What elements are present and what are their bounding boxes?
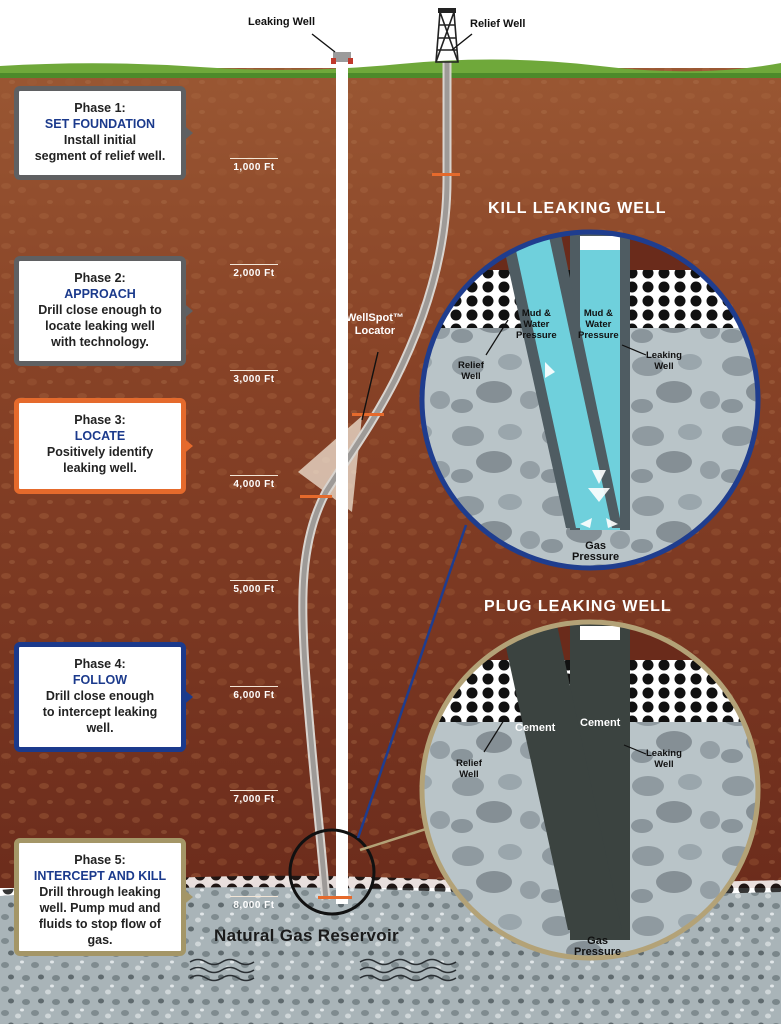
phase-1-pointer: [181, 123, 193, 143]
depth-marker-1000: 1,000 Ft: [224, 158, 284, 173]
phase-1-desc-line1: Install initial: [63, 133, 137, 147]
phase-3-name: LOCATE: [74, 429, 126, 443]
wellhead-valve-right: [348, 58, 353, 64]
depth-marker-6000: 6,000 Ft: [224, 686, 284, 701]
phase-5-desc-line3: fluids to stop flow of gas.: [38, 917, 162, 947]
depth-marker-3000: 3,000 Ft: [224, 370, 284, 385]
phase-3-desc-line2: leaking well.: [63, 461, 137, 475]
kill-connector-line: [356, 524, 468, 839]
leaking-wellhead: [333, 52, 351, 62]
phase-2-desc-line1: Drill close enough to: [38, 303, 162, 317]
locator-label-line1: WellSpot™: [346, 312, 404, 324]
phase-4-desc-line2: to intercept leaking: [42, 705, 158, 719]
phase-4-number: Phase 4:: [74, 657, 126, 671]
phase-5-desc-line2: well. Pump mud and: [39, 901, 161, 915]
plug-cement-left-label: Cement: [515, 722, 556, 734]
grass: [0, 59, 781, 76]
phase-3-box: Phase 3: LOCATE Positively identify leak…: [14, 398, 193, 494]
phase-1-name: SET FOUNDATION: [44, 117, 156, 131]
phase-3-number: Phase 3:: [74, 413, 126, 427]
relief-well-core: [300, 62, 450, 901]
locator-label: WellSpot™ Locator: [346, 312, 404, 338]
phase-5-box: Phase 5: INTERCEPT AND KILL Drill throug…: [14, 838, 193, 956]
phase-markers: [300, 173, 460, 899]
kill-heading: KILL LEAKING WELL: [488, 200, 667, 217]
phase-1-number: Phase 1:: [74, 101, 126, 115]
derrick-top: [438, 8, 456, 13]
leaking-well-pipe: [336, 56, 348, 904]
relief-well-label: Relief Well: [470, 18, 526, 30]
phase-5-desc-line1: Drill through leaking: [39, 885, 161, 899]
phase-2-number: Phase 2:: [74, 271, 126, 285]
intercept-circle: [288, 828, 376, 916]
kill-detail: [422, 232, 758, 568]
reservoir-label: Natural Gas Reservoir: [214, 926, 399, 945]
label-pointers: [311, 33, 473, 421]
plug-heading: PLUG LEAKING WELL: [484, 598, 672, 615]
depth-marker-2000: 2,000 Ft: [224, 264, 284, 279]
plug-cement-right-label: Cement: [580, 717, 621, 729]
phase-5-name: INTERCEPT AND KILL: [33, 869, 167, 883]
depth-marker-4000: 4,000 Ft: [224, 475, 284, 490]
grass-edge: [0, 73, 781, 78]
phase-3-desc-line1: Positively identify: [46, 445, 154, 459]
phase-2-desc-line2: locate leaking well: [45, 319, 155, 333]
phase-2-desc-line3: with technology.: [51, 335, 149, 349]
phase-1-box: Phase 1: SET FOUNDATION Install initial …: [14, 86, 193, 180]
phase-2-pointer: [181, 301, 193, 321]
phase-4-name: FOLLOW: [72, 673, 128, 687]
gas-waves: [189, 958, 457, 982]
phase-1-desc-line2: segment of relief well.: [34, 149, 166, 163]
depth-marker-7000: 7,000 Ft: [224, 790, 284, 805]
kill-circle-border: [419, 229, 761, 571]
depth-marker-8000: 8,000 Ft: [224, 896, 284, 911]
leaking-well-label: Leaking Well: [248, 16, 316, 28]
wellhead-valve-left: [331, 58, 336, 64]
locator-label-line2: Locator: [354, 325, 396, 337]
sky: [0, 0, 781, 70]
phase-4-pointer: [181, 687, 193, 707]
phase-2-box: Phase 2: APPROACH Drill close enough to …: [14, 256, 193, 366]
phase-2-name: APPROACH: [64, 287, 136, 301]
phase-4-desc-line3: well.: [86, 721, 114, 735]
phase-5-number: Phase 5:: [74, 853, 126, 867]
plug-circle-border: [419, 619, 761, 961]
depth-marker-5000: 5,000 Ft: [224, 580, 284, 595]
phase-5-pointer: [181, 887, 193, 907]
phase-4-box: Phase 4: FOLLOW Drill close enough to in…: [14, 642, 193, 752]
phase-3-pointer: [181, 436, 193, 456]
phase-4-desc-line1: Drill close enough: [45, 689, 155, 703]
